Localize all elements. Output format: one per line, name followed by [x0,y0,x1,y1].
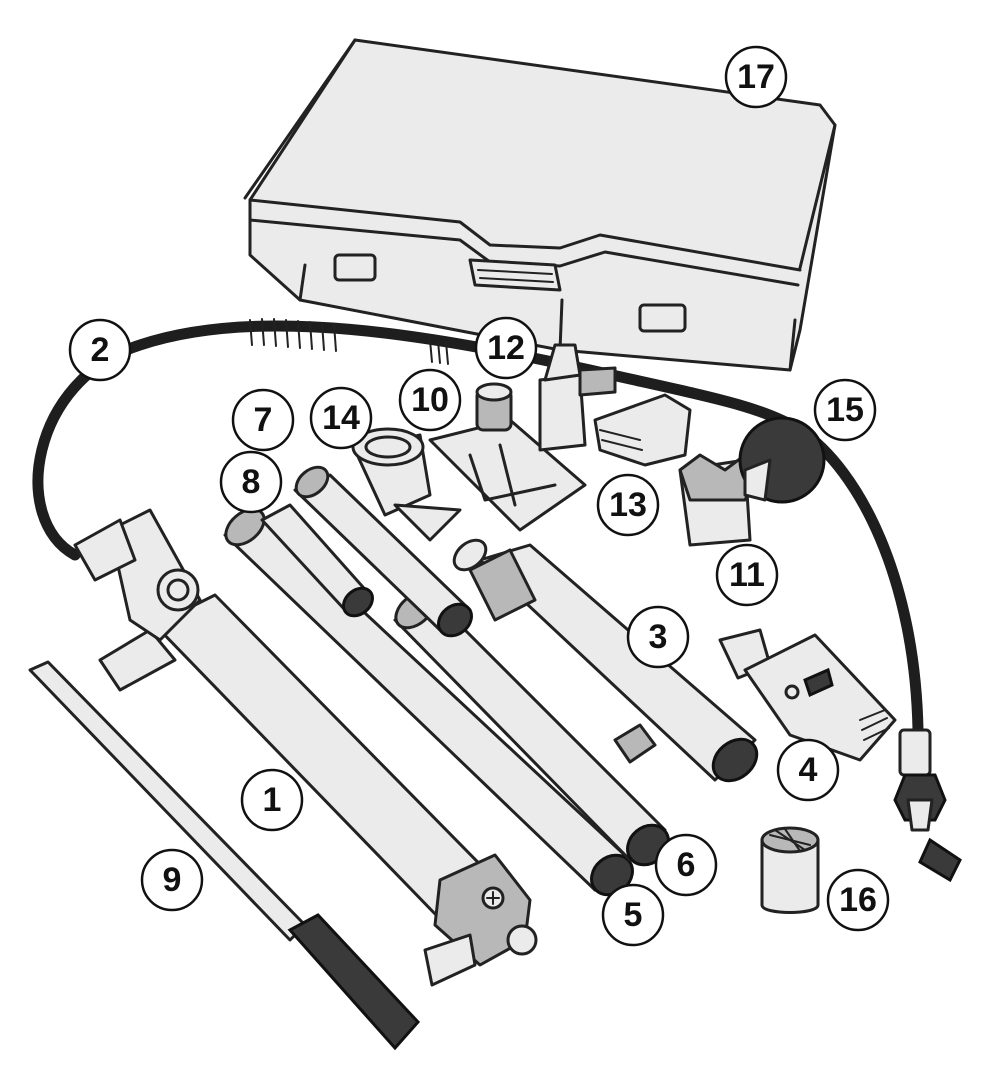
callout-17: 17 [724,45,788,109]
extension-piece-7 [293,465,473,638]
svg-text:2: 2 [91,331,110,369]
callout-6: 6 [654,833,718,897]
svg-text:10: 10 [411,381,449,419]
svg-text:14: 14 [322,399,360,437]
hydraulic-ram [452,538,759,783]
callout-1: 1 [240,768,304,832]
svg-text:17: 17 [737,58,775,96]
extension-piece-8 [260,503,374,618]
callout-8: 8 [219,450,283,514]
v-base [351,427,462,542]
svg-text:9: 9 [163,861,182,899]
flat-base [593,393,692,467]
svg-text:6: 6 [677,846,696,884]
svg-text:16: 16 [839,881,877,919]
callout-13: 13 [596,473,660,537]
base-plate [428,382,587,532]
svg-text:5: 5 [624,896,643,934]
serrated-cap [760,826,820,914]
pump-handle [28,660,421,1051]
callout-14: 14 [309,386,373,450]
svg-text:4: 4 [799,751,818,789]
svg-text:7: 7 [254,401,273,439]
serrated-saddle [538,343,617,452]
callout-12: 12 [474,316,538,380]
spreader-wedge [718,628,897,762]
callout-2: 2 [68,318,132,382]
svg-text:15: 15 [826,391,864,429]
svg-text:3: 3 [649,618,668,656]
rubber-head [738,416,826,504]
carrying-case [243,38,837,372]
svg-text:12: 12 [487,329,525,367]
callout-15: 15 [813,378,877,442]
svg-text:1: 1 [263,781,282,819]
callout-16: 16 [826,868,890,932]
callout-3: 3 [626,605,690,669]
callout-9: 9 [140,848,204,912]
notched-saddle [678,453,762,547]
callout-10: 10 [398,368,462,432]
svg-text:8: 8 [242,463,261,501]
callout-7: 7 [231,388,295,452]
svg-text:13: 13 [609,486,647,524]
callout-11: 11 [715,543,779,607]
callout-4: 4 [776,738,840,802]
svg-text:11: 11 [729,556,765,594]
callout-5: 5 [601,883,665,947]
hydraulic-pump [73,508,538,987]
